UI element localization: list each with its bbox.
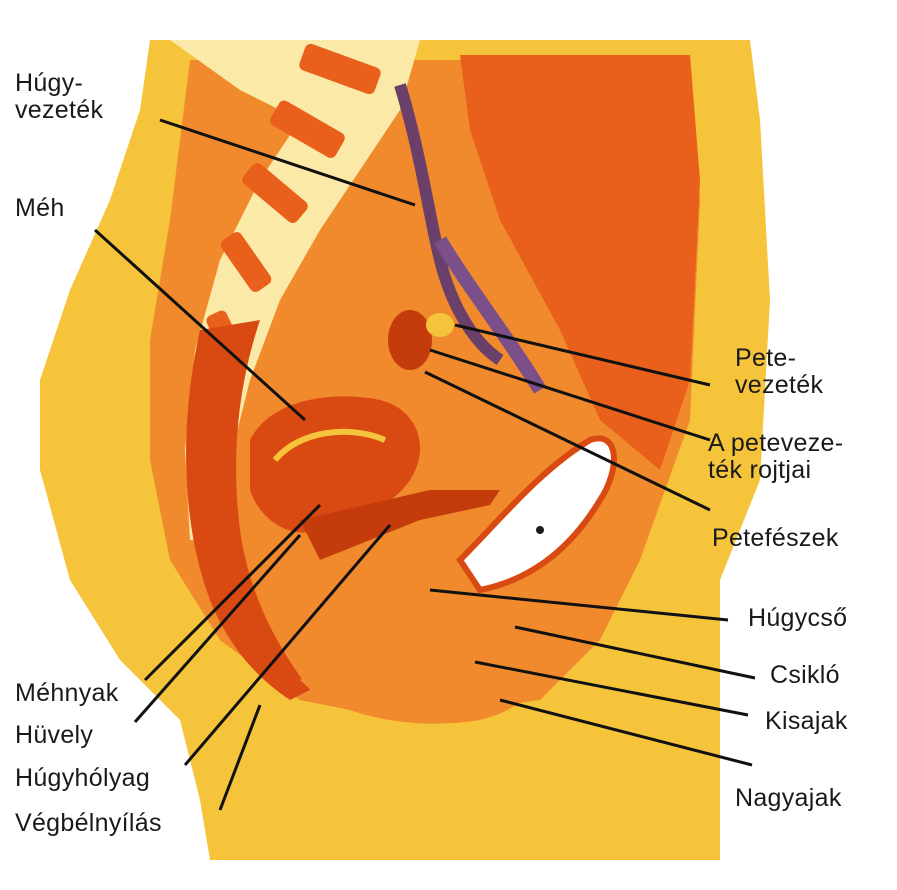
label-ureter: Húgy- vezeték [15, 70, 103, 124]
label-vagina: Hüvely [15, 722, 93, 749]
ovary [388, 310, 432, 370]
label-bladder: Húgyhólyag [15, 765, 150, 792]
label-clitoris: Csikló [770, 662, 840, 689]
label-fimbriae: A peteveze- ték rojtjai [708, 430, 843, 484]
label-ovary: Petefészek [712, 525, 839, 552]
label-labia-majora: Nagyajak [735, 785, 842, 812]
label-fallopian-tube: Pete- vezeték [735, 345, 823, 399]
label-urethra: Húgycső [748, 605, 847, 632]
label-anus: Végbélnyílás [15, 810, 162, 837]
fimbriae [426, 313, 454, 337]
label-uterus: Méh [15, 195, 65, 222]
label-cervix: Méhnyak [15, 680, 119, 707]
bladder-mark [536, 526, 544, 534]
label-labia-minora: Kisajak [765, 708, 848, 735]
